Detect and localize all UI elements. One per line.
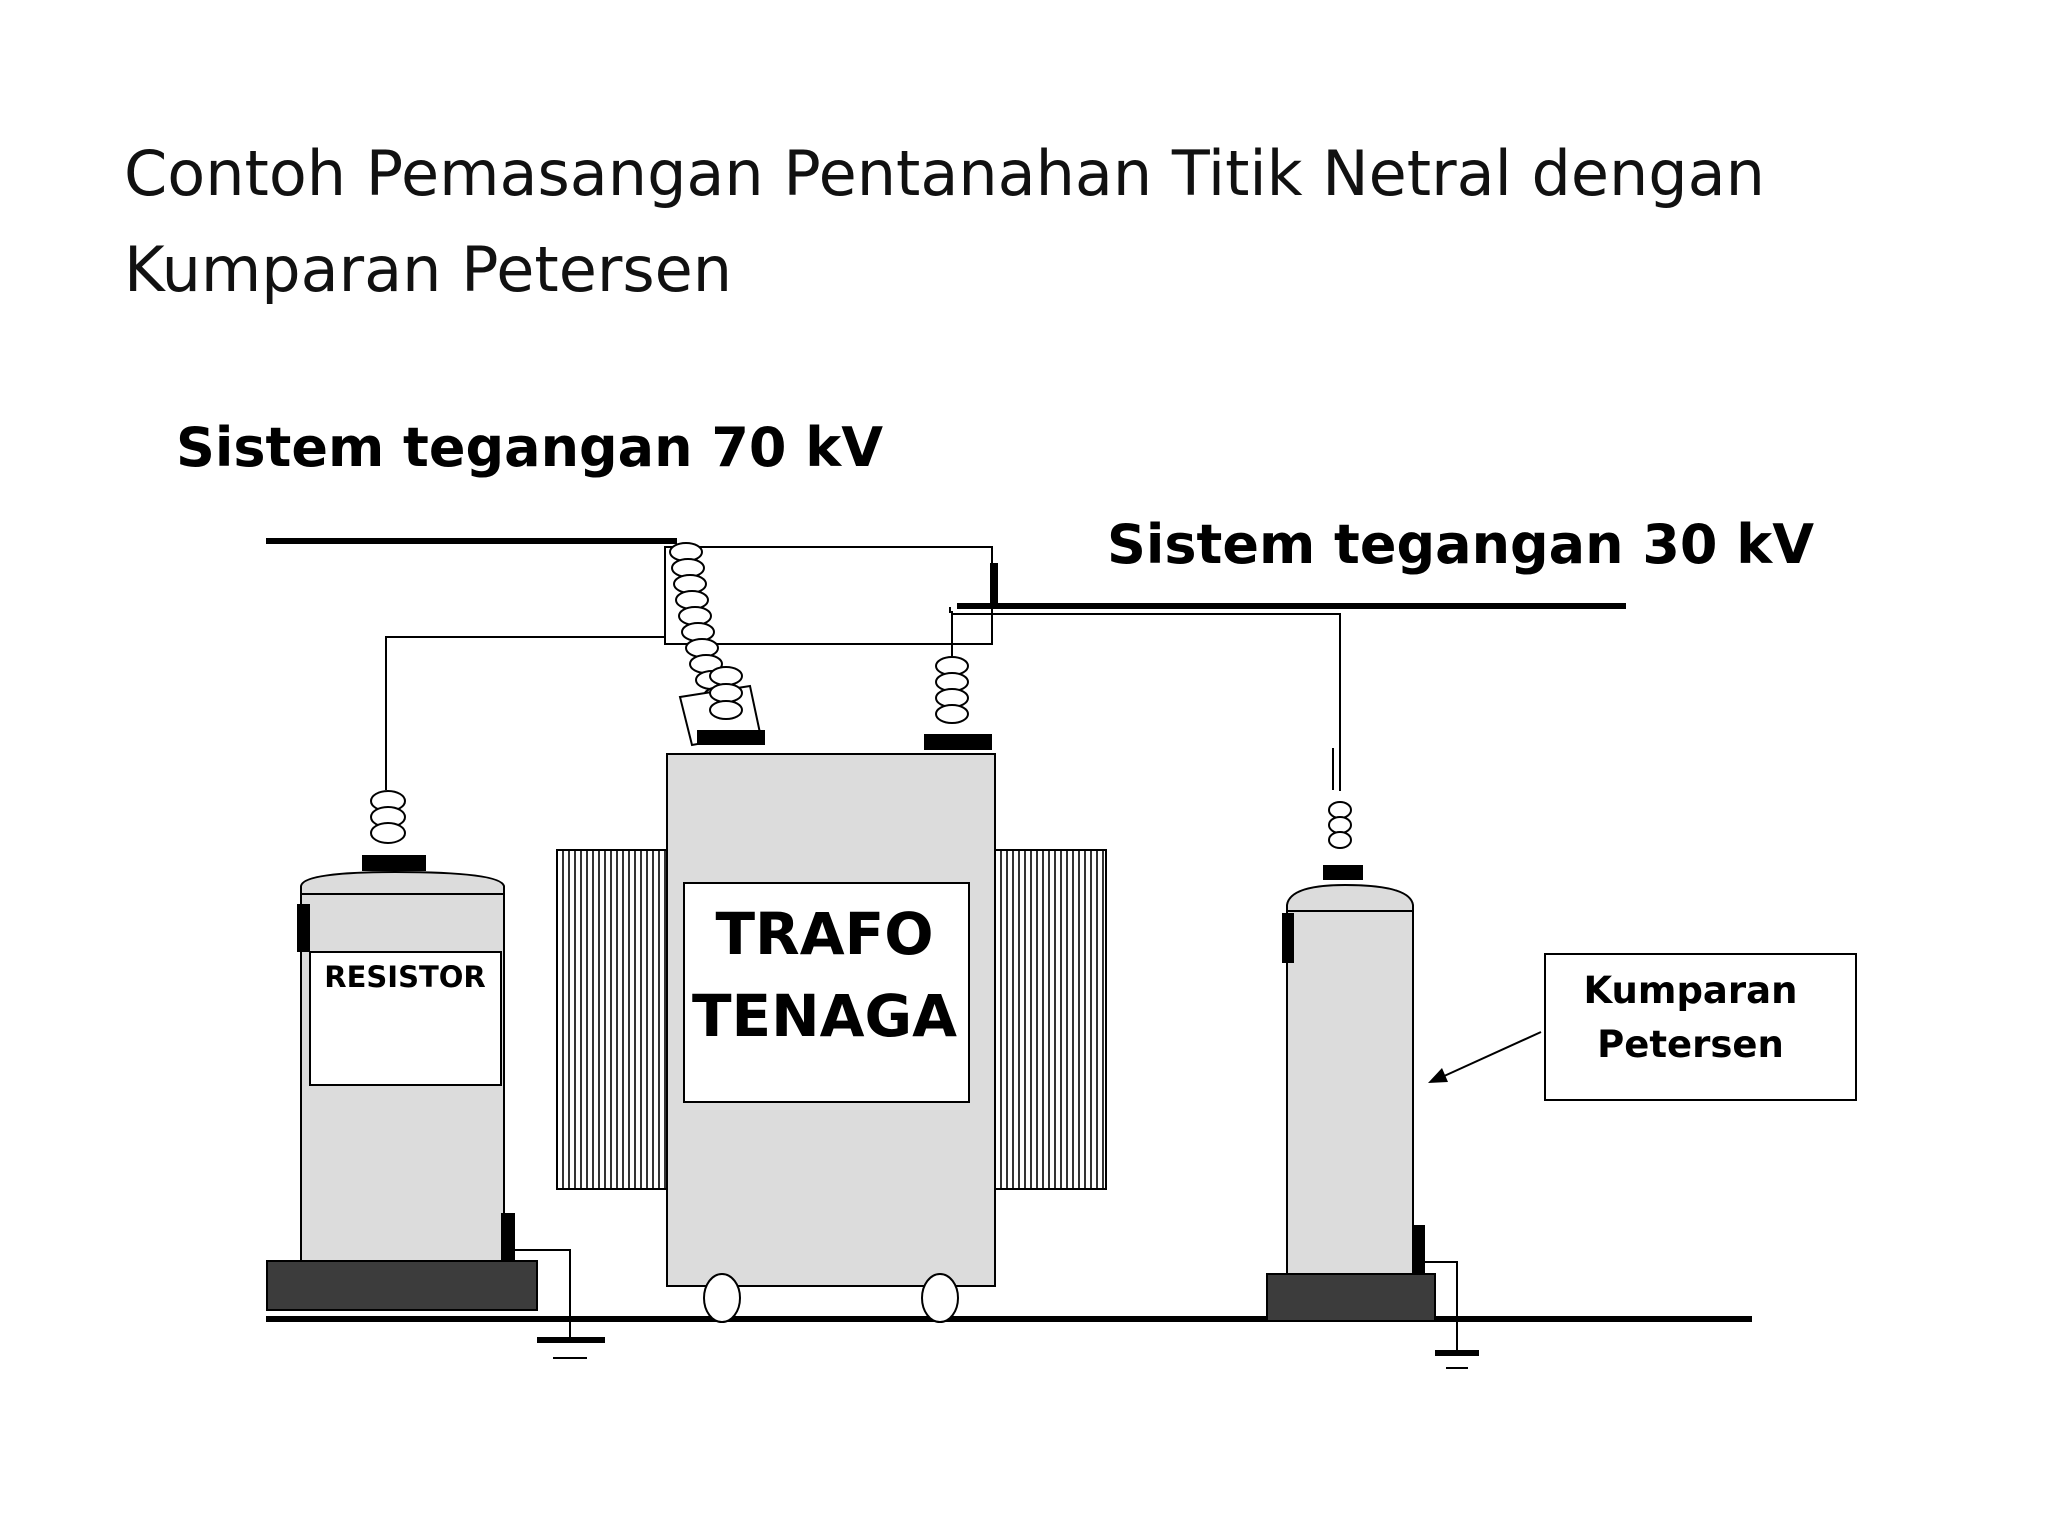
system-70kv-label: Sistem tegangan 70 kV	[176, 416, 884, 479]
lv-bushing-icon	[935, 656, 969, 724]
petersen-ground-icon	[1435, 1350, 1479, 1369]
petersen-base	[1266, 1273, 1436, 1322]
switch-contact	[990, 563, 998, 607]
wire-to-resistor	[385, 636, 665, 745]
transformer-label-line-1: TRAFO	[715, 900, 934, 968]
transformer-label: TRAFO TENAGA	[682, 893, 967, 1057]
wheel-left	[703, 1273, 741, 1323]
wheel-right	[921, 1273, 959, 1323]
petersen-callout-line-1: Kumparan	[1583, 969, 1798, 1012]
resistor-unit	[266, 745, 571, 1340]
wire-to-petersen	[952, 613, 1341, 791]
resistor-base	[266, 1260, 538, 1311]
right-radiator	[994, 849, 1107, 1190]
lv-terminal-block	[924, 734, 992, 750]
resistor-label: RESISTOR	[324, 960, 486, 994]
petersen-callout-box	[1544, 953, 1857, 1101]
hv-terminal-block	[697, 730, 765, 745]
resistor-ground-icon	[537, 1337, 605, 1359]
resistor-bushing-icon	[370, 790, 406, 844]
hv-bushing-icon	[669, 542, 762, 747]
transformer-label-line-2: TENAGA	[691, 982, 958, 1050]
system-30kv-label: Sistem tegangan 30 kV	[1107, 513, 1815, 576]
slide-title-line-1: Contoh Pemasangan Pentanahan Titik Netra…	[124, 137, 1765, 210]
left-radiator	[556, 849, 669, 1190]
wire-30kv-down	[949, 607, 953, 660]
slide-title: Contoh Pemasangan Pentanahan Titik Netra…	[124, 126, 1924, 318]
petersen-callout-line-2: Petersen	[1597, 1023, 1784, 1066]
petersen-coil-unit	[1266, 801, 1458, 1353]
petersen-callout-label: Kumparan Petersen	[1536, 964, 1845, 1072]
transformer-label-box	[683, 882, 970, 1103]
callout-arrow-line	[1441, 1031, 1542, 1078]
callout-arrowhead-icon	[1428, 1068, 1448, 1083]
petersen-bushing-icon	[1328, 801, 1352, 849]
slide-title-line-2: Kumparan Petersen	[124, 233, 733, 306]
